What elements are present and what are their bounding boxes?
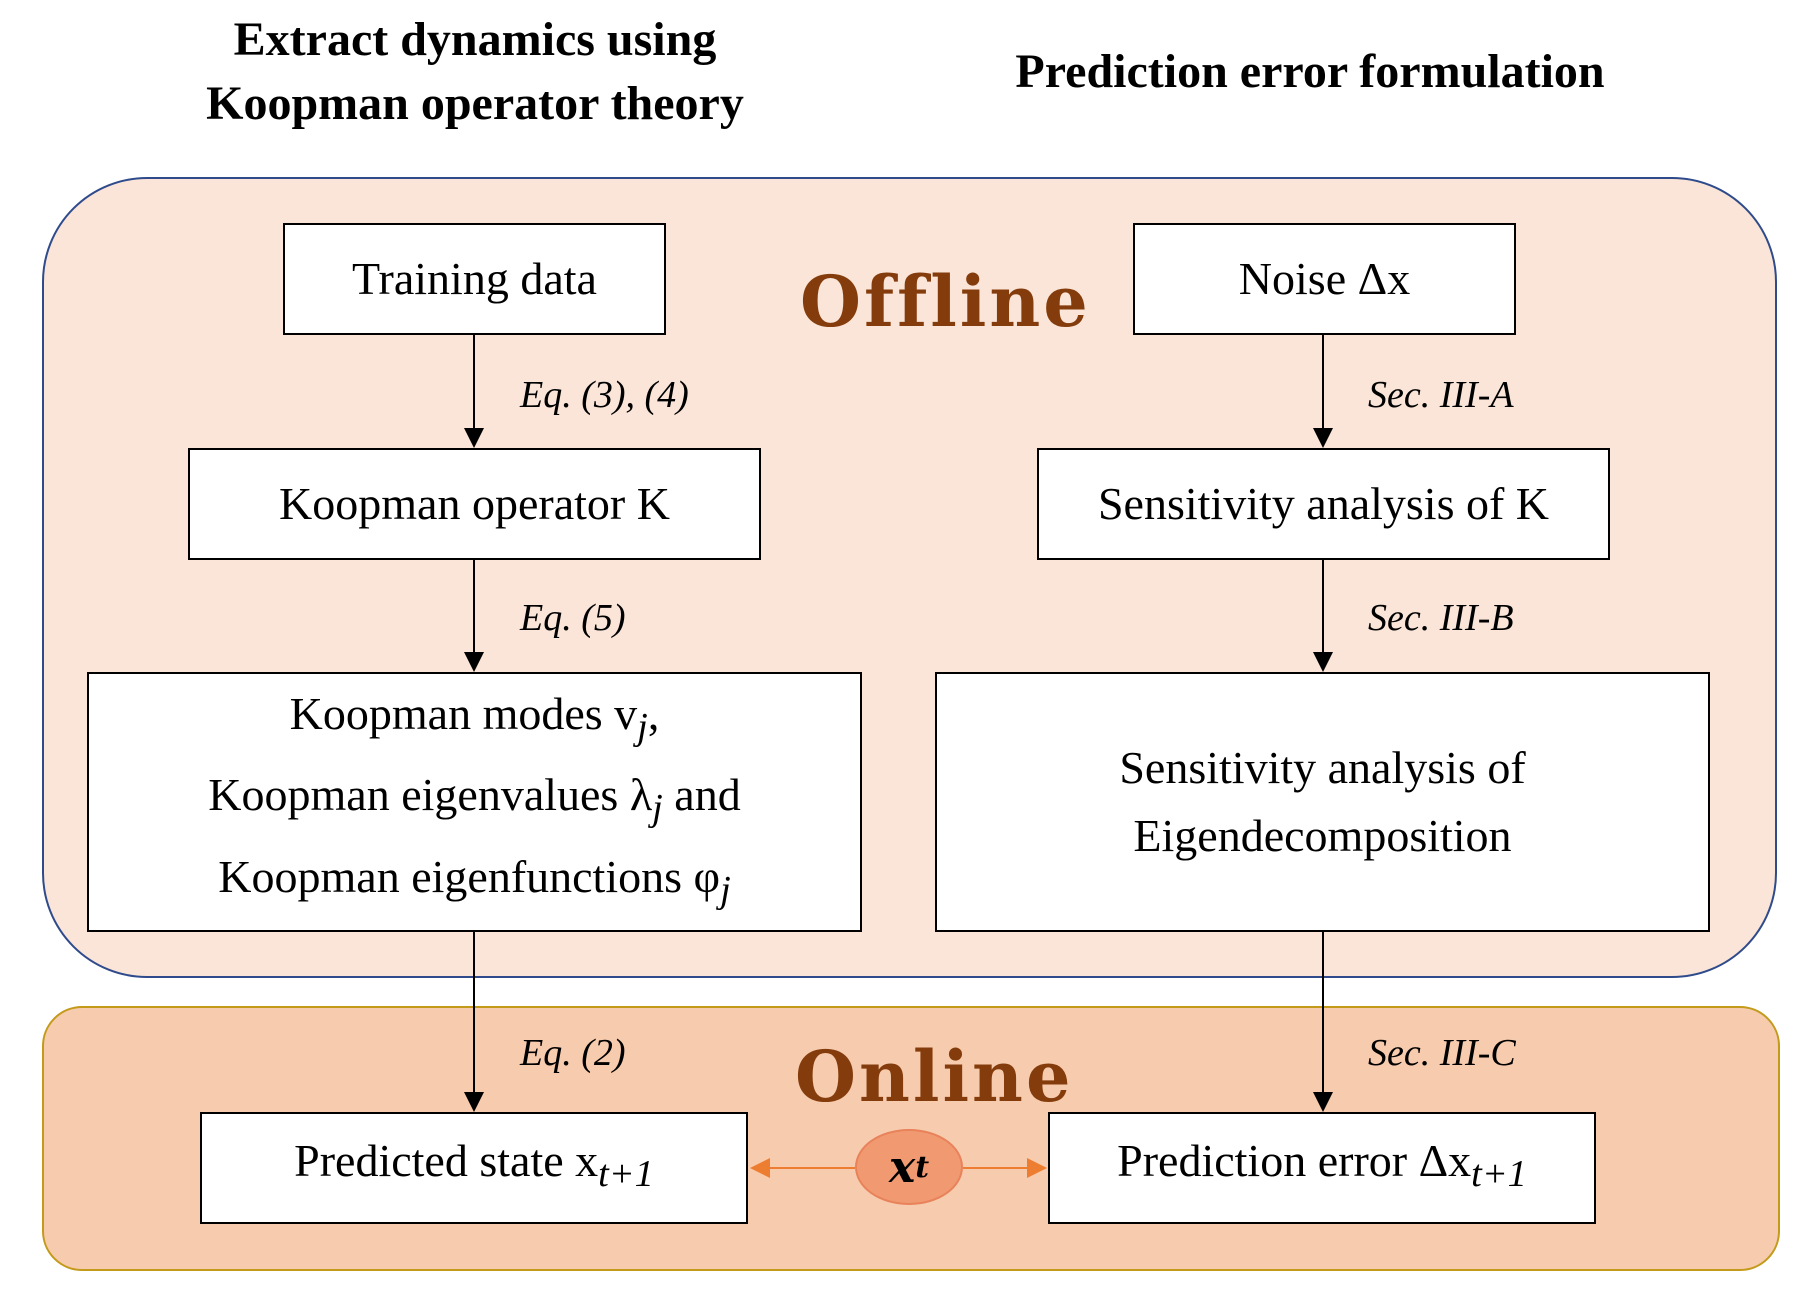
modes-line-3-sub: j <box>720 868 731 911</box>
right-heading: Prediction error formulation <box>1015 45 1605 98</box>
sensitivity-eig-node: Sensitivity analysis of Eigendecompositi… <box>935 672 1710 932</box>
training-data-node: Training data <box>283 223 666 335</box>
koopman-modes-node: Koopman modes vj, Koopman eigenvalues λj… <box>87 672 862 932</box>
modes-line-3: Koopman eigenfunctions φ <box>218 850 721 902</box>
online-label: Online <box>795 1035 1074 1118</box>
edge-label-sec3c: Sec. III-C <box>1368 1032 1516 1074</box>
noise-node: Noise Δx <box>1133 223 1516 335</box>
edge-label-eq2: Eq. (2) <box>520 1032 626 1074</box>
noise-label: Noise Δx <box>1238 253 1411 304</box>
prediction-error-label: Prediction error Δx <box>1117 1135 1472 1187</box>
edge-label-eq34: Eq. (3), (4) <box>520 374 689 416</box>
sensitivity-k-node: Sensitivity analysis of K <box>1037 448 1610 560</box>
predicted-state-node: Predicted state xt+1 <box>200 1112 748 1224</box>
edge-label-sec3a: Sec. III-A <box>1368 374 1514 416</box>
modes-line-2: Koopman eigenvalues λ <box>208 769 653 821</box>
predicted-state-label: Predicted state x <box>294 1135 599 1187</box>
modes-line-2-tail: and <box>662 769 741 821</box>
koopman-operator-label: Koopman operator K <box>279 478 670 529</box>
prediction-error-node: Prediction error Δxt+1 <box>1048 1112 1596 1224</box>
modes-line-1: Koopman modes v <box>289 688 638 740</box>
edge-label-eq5: Eq. (5) <box>520 597 626 639</box>
sens-eig-line-1: Sensitivity analysis of <box>1119 742 1526 793</box>
xt-sub: t <box>915 1149 930 1185</box>
sens-eig-line-2: Eigendecomposition <box>1133 810 1512 861</box>
offline-label: Offline <box>800 260 1091 343</box>
xt-label: x <box>888 1141 916 1193</box>
modes-line-1-sub: j <box>637 706 648 749</box>
edge-label-sec3b: Sec. III-B <box>1368 597 1514 639</box>
prediction-error-sub: t+1 <box>1471 1153 1527 1196</box>
predicted-state-sub: t+1 <box>598 1153 654 1196</box>
training-data-label: Training data <box>352 253 597 304</box>
modes-line-1-tail: , <box>647 688 660 740</box>
sensitivity-k-label: Sensitivity analysis of K <box>1097 478 1550 529</box>
koopman-operator-node: Koopman operator K <box>188 448 761 560</box>
modes-line-2-sub: j <box>652 787 663 830</box>
